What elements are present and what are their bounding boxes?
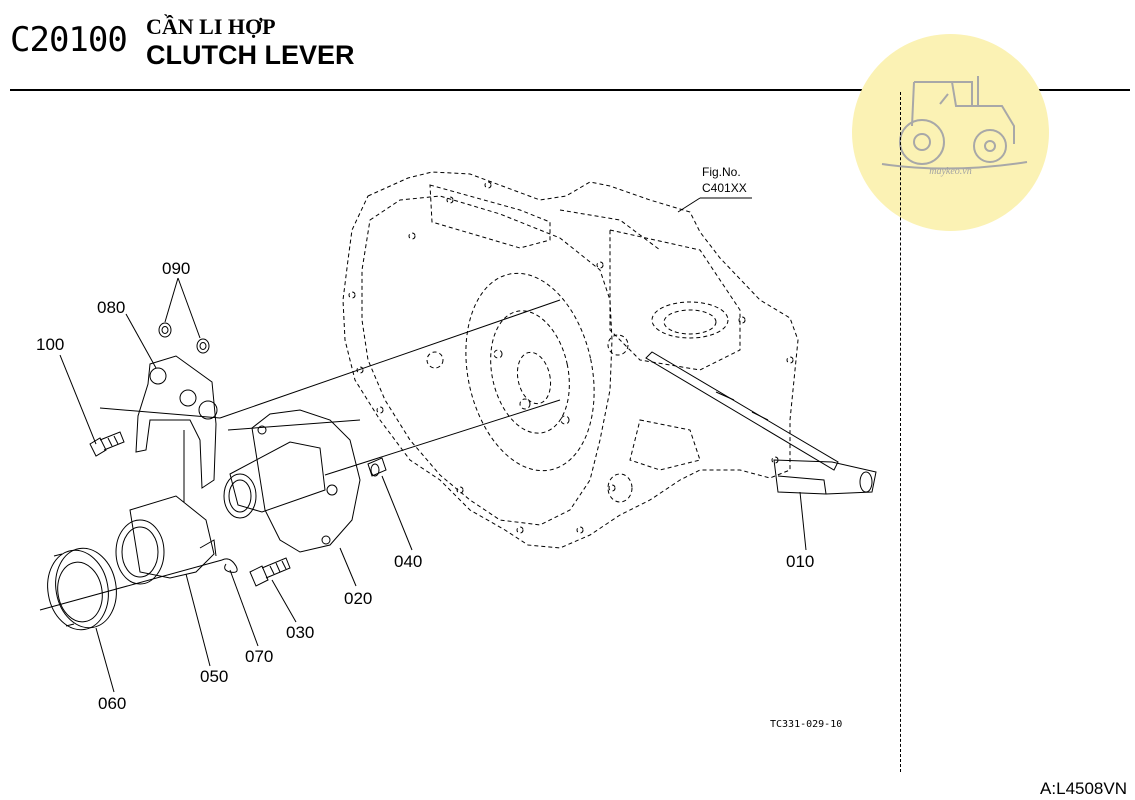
part-080-release-fork — [135, 355, 218, 489]
callout-040: 040 — [394, 552, 423, 571]
fig-no-label: Fig.No. — [702, 165, 741, 179]
title-vietnamese: CẦN LI HỢP — [146, 14, 276, 39]
watermark-logo: maykeo.vn — [852, 34, 1049, 231]
part-060-bearing — [47, 547, 117, 631]
part-090-washers — [158, 322, 210, 354]
fig-no-value: C401XX — [702, 181, 747, 195]
callout-100: 100 — [36, 335, 65, 354]
part-100-bolt — [89, 431, 125, 457]
transmission-housing — [342, 171, 799, 549]
fig-no-leader — [677, 197, 752, 213]
callout-090: 090 — [162, 259, 191, 278]
part-040-pin — [367, 457, 387, 477]
dashed-boundary-line — [900, 92, 901, 772]
part-030-bolt — [249, 557, 291, 587]
callout-070: 070 — [245, 647, 274, 666]
watermark-text: maykeo.vn — [929, 166, 972, 177]
header-rule — [10, 89, 1130, 91]
callout-010: 010 — [786, 552, 815, 571]
section-code: C20100 — [10, 20, 128, 60]
callout-060: 060 — [98, 694, 127, 713]
title-english: CLUTCH LEVER — [146, 40, 355, 70]
part-050-bearing-carrier — [115, 495, 217, 585]
assembly-center-lines — [39, 299, 561, 611]
callout-leaders — [59, 277, 807, 693]
part-010-clutch-lever — [645, 351, 877, 495]
part-070-clip — [221, 558, 238, 573]
callout-030: 030 — [286, 623, 315, 642]
part-020-release-hub — [223, 409, 361, 553]
reference-code: TC331-029-10 — [770, 719, 843, 730]
callout-020: 020 — [344, 589, 373, 608]
callout-050: 050 — [200, 667, 229, 686]
callout-080: 080 — [97, 298, 126, 317]
document-id: A:L4508VN — [1040, 779, 1127, 798]
